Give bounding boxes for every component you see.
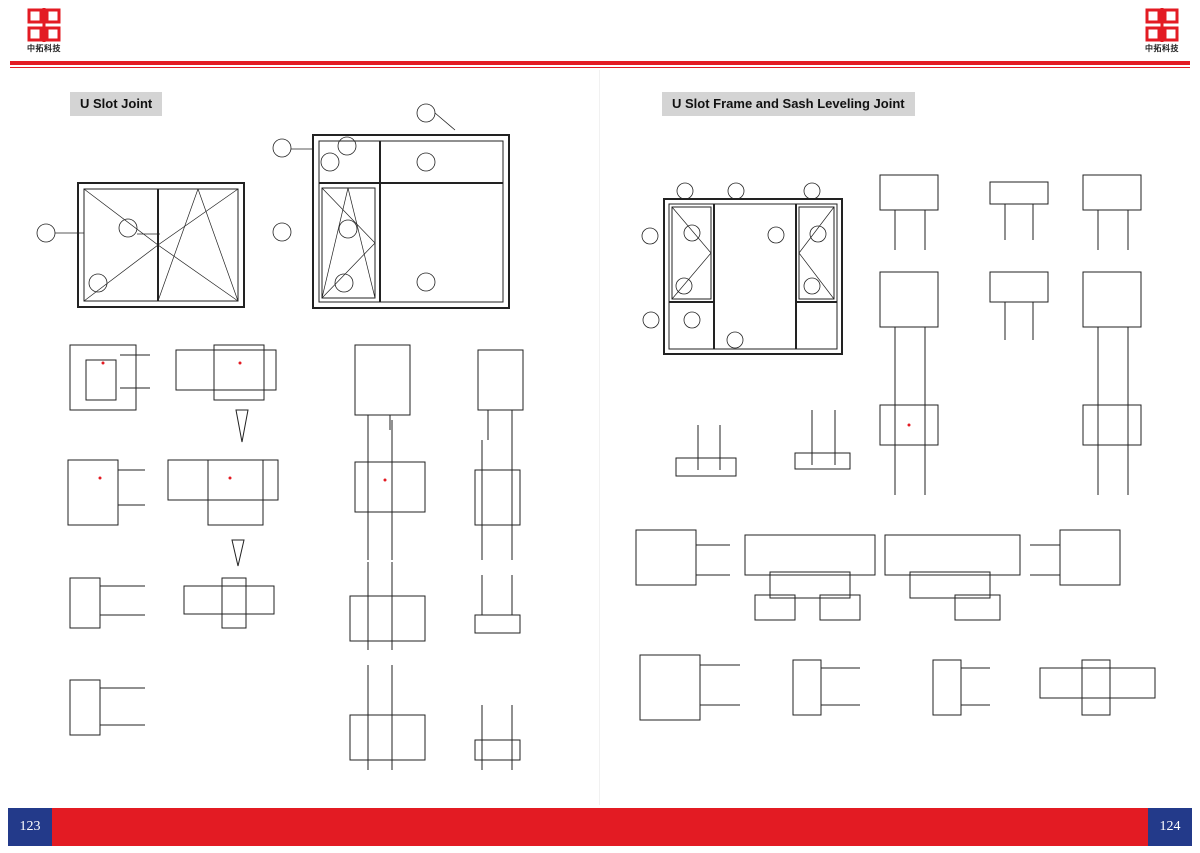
brand-name: 中拓科技 (27, 44, 61, 53)
footer-bar (52, 808, 1148, 846)
brand-logo-right: 中拓科技 (1140, 8, 1184, 54)
left-callouts (36, 103, 436, 293)
header-rule-thin (10, 67, 1190, 68)
profile-accents (98, 361, 911, 482)
left-elevation-1 (77, 182, 245, 308)
left-section-title: U Slot Joint (70, 92, 163, 116)
brand-logo-left: 中拓科技 (22, 8, 66, 54)
page-number-right: 124 (1148, 808, 1192, 846)
page-number-left: 123 (8, 808, 52, 846)
right-section-title: U Slot Frame and Sash Leveling Joint (662, 92, 915, 116)
brand-logo-icon (27, 8, 61, 42)
left-section-details (67, 344, 524, 770)
right-elevation (663, 198, 843, 355)
page-fold (599, 70, 600, 805)
left-elevation-2 (312, 134, 510, 309)
brand-name: 中拓科技 (1145, 44, 1179, 53)
header-rule (10, 61, 1190, 65)
right-callouts (641, 182, 827, 349)
brand-logo-icon (1145, 8, 1179, 42)
right-section-details (635, 174, 1156, 721)
